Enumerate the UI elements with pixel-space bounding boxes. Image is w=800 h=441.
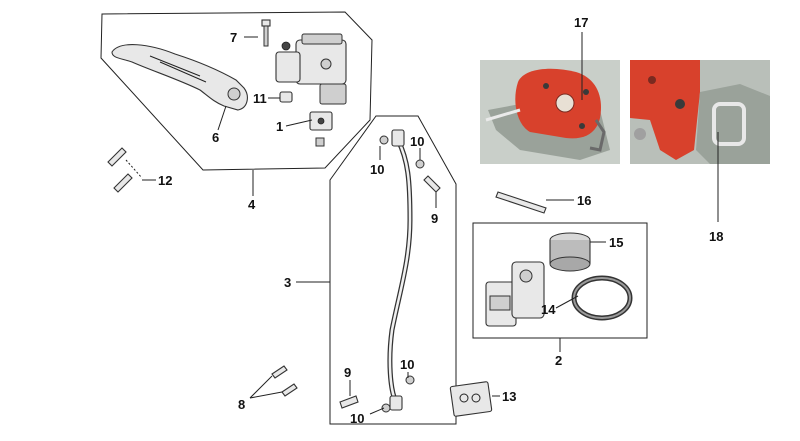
callout-6: 6 (212, 130, 219, 145)
callout-10-d: 10 (350, 411, 364, 426)
callout-9-bottom: 9 (344, 365, 351, 380)
brake-lever (111, 44, 248, 111)
callout-8: 8 (238, 397, 245, 412)
callout-14: 14 (541, 302, 556, 317)
callout-18: 18 (709, 229, 723, 244)
callout-10-a: 10 (370, 162, 384, 177)
caliper-body (485, 261, 545, 327)
leader-lines (142, 32, 719, 415)
callout-13: 13 (502, 389, 516, 404)
pin-16 (495, 191, 547, 214)
bracket-1 (309, 111, 333, 147)
nut-11 (279, 91, 293, 103)
callout-1: 1 (276, 119, 283, 134)
bolt-7 (261, 19, 271, 47)
callout-4: 4 (248, 197, 256, 212)
bolt-12 (107, 147, 143, 193)
bolts-8 (271, 365, 298, 397)
group-4-outline (100, 11, 373, 171)
piston-15 (549, 232, 591, 272)
callout-9-top: 9 (431, 211, 438, 226)
callout-10-c: 10 (400, 357, 414, 372)
caliper-photo-17 (480, 60, 620, 164)
banjo-bolt-9-top (423, 175, 441, 193)
callout-7: 7 (230, 30, 237, 45)
callout-15: 15 (609, 235, 623, 250)
callout-17: 17 (574, 15, 588, 30)
caliper-detail-photo-18 (630, 60, 770, 164)
seal-14 (571, 275, 633, 321)
callout-2: 2 (555, 353, 562, 368)
master-cylinder (275, 33, 347, 105)
callout-16: 16 (577, 193, 591, 208)
group-3-outline (329, 115, 457, 425)
label-13 (449, 381, 493, 417)
callout-12: 12 (158, 173, 172, 188)
banjo-bolt-9-bottom (339, 395, 359, 409)
brake-hose (379, 129, 425, 413)
callout-3: 3 (284, 275, 291, 290)
callout-10-b: 10 (410, 134, 424, 149)
callout-11: 11 (253, 91, 267, 106)
